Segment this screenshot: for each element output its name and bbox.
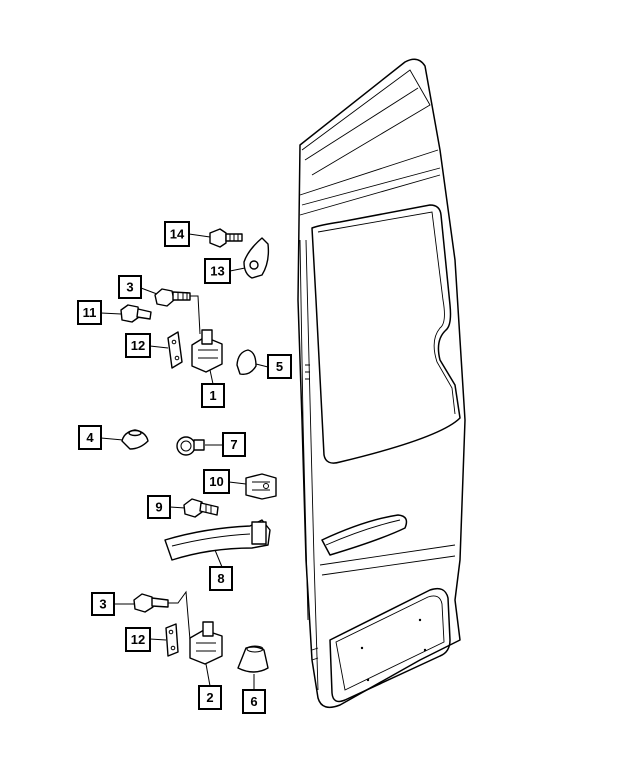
callout-label-10: 10 <box>209 474 223 489</box>
check-strap-8-icon <box>164 519 271 561</box>
callout-label-12-lower: 12 <box>131 632 145 647</box>
bolt-3-lower-icon <box>133 593 169 613</box>
bolt-14-icon <box>209 228 243 248</box>
callout-12-lower[interactable]: 12 <box>125 627 151 652</box>
callout-9[interactable]: 9 <box>147 495 171 519</box>
callout-label-11: 11 <box>83 305 97 320</box>
bolt-9-icon <box>183 498 219 518</box>
callout-label-2: 2 <box>206 690 213 705</box>
callout-4[interactable]: 4 <box>78 425 102 450</box>
rear-door-panel <box>297 58 466 709</box>
callout-label-9: 9 <box>155 500 162 515</box>
callout-1[interactable]: 1 <box>201 383 225 408</box>
callout-label-5: 5 <box>276 359 283 374</box>
callout-6[interactable]: 6 <box>242 689 266 714</box>
callout-2[interactable]: 2 <box>198 685 222 710</box>
callout-10[interactable]: 10 <box>203 469 230 494</box>
callout-14[interactable]: 14 <box>164 221 190 247</box>
plate-12-upper-icon <box>167 331 183 369</box>
bumper-5-icon <box>236 349 257 376</box>
leader-lines <box>100 233 269 690</box>
callout-label-6: 6 <box>250 694 257 709</box>
bolt-11-icon <box>120 304 152 323</box>
callout-label-4: 4 <box>86 430 94 445</box>
plug-7-icon <box>176 436 205 456</box>
callout-3-upper[interactable]: 3 <box>118 275 142 299</box>
callout-11[interactable]: 11 <box>77 300 102 325</box>
callout-8[interactable]: 8 <box>209 566 233 591</box>
bumper-6-icon <box>237 645 269 673</box>
hinge-2-icon <box>189 621 223 665</box>
callout-12-upper[interactable]: 12 <box>125 333 151 358</box>
callout-label-3-lower: 3 <box>99 597 106 612</box>
bracket-13-icon <box>243 237 270 279</box>
callout-label-13: 13 <box>210 264 224 279</box>
callout-label-3-upper: 3 <box>126 280 133 295</box>
bolt-3-upper-icon <box>154 288 191 307</box>
callout-label-12-upper: 12 <box>131 338 145 353</box>
callout-label-7: 7 <box>230 437 237 452</box>
grommet-4-icon <box>121 429 149 450</box>
callout-7[interactable]: 7 <box>222 432 246 457</box>
callout-label-1: 1 <box>209 388 216 403</box>
callout-label-8: 8 <box>217 571 224 586</box>
latch-10-icon <box>245 473 277 500</box>
callout-3-lower[interactable]: 3 <box>91 592 115 616</box>
callout-13[interactable]: 13 <box>204 258 231 284</box>
plate-12-lower-icon <box>165 623 179 657</box>
hinge-1-icon <box>191 329 223 373</box>
callout-5[interactable]: 5 <box>267 354 292 379</box>
callout-label-14: 14 <box>170 227 185 242</box>
